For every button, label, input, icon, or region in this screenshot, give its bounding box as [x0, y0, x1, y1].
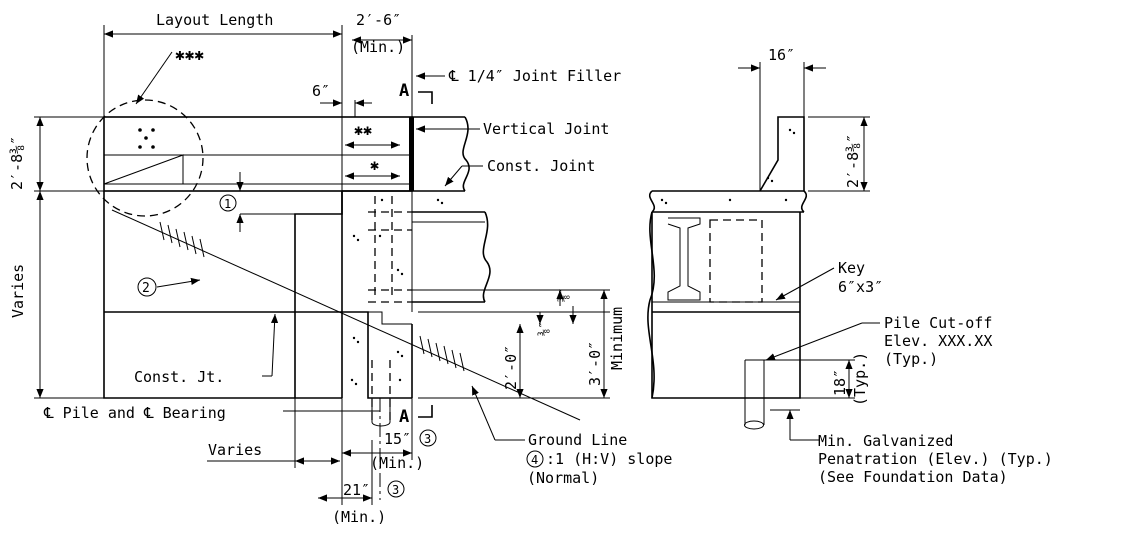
eighteen-typ-label: (Typ.)	[851, 352, 869, 406]
min-top-sub: (Min.)	[351, 38, 405, 56]
right-section: 16″ 2′-8⅜″ Key 6″x3″ Pile Cut-off Elev. …	[647, 46, 1053, 486]
ground-line-label: Ground Line	[528, 431, 627, 449]
section-a-bottom: A	[399, 407, 409, 427]
sixteen-label: 16″	[768, 46, 795, 64]
i-beam-girder	[667, 217, 701, 301]
minimum-label: Minimum	[608, 307, 626, 370]
slope-label: :1 (H:V) slope	[546, 450, 672, 468]
callout-3b	[387, 480, 405, 498]
concrete-texture	[350, 198, 444, 386]
callout-1	[219, 194, 237, 212]
elev-label: Elev. XXX.XX	[884, 332, 992, 350]
three-eighth-a: ⅜″	[557, 288, 571, 302]
svg-text:3: 3	[424, 432, 431, 446]
key-size-label: 6″x3″	[838, 278, 883, 296]
eighteen-label: 18″	[831, 369, 849, 396]
const-joint-label: Const. Joint	[487, 157, 595, 175]
vertical-joint-label: Vertical Joint	[483, 120, 609, 138]
section-a-top: A	[399, 81, 409, 101]
left-height-label: 2′-8⅜″	[8, 136, 26, 190]
layout-length-label: Layout Length	[156, 11, 273, 29]
key-label: Key	[838, 259, 865, 277]
triple-star-label: ✱✱✱	[175, 45, 204, 64]
detail-circle	[86, 99, 204, 217]
svg-text:1: 1	[224, 197, 231, 211]
penetration-label: Penatration (Elev.) (Typ.)	[818, 450, 1053, 468]
varies-vertical-label: Varies	[9, 264, 27, 318]
three-eighth-b: ⅜″	[537, 322, 551, 336]
twentyone-min-label: (Min.)	[332, 508, 386, 526]
callout-2	[137, 277, 157, 297]
pocket-dots	[138, 128, 155, 149]
varies-horizontal-label: Varies	[208, 441, 262, 459]
two-foot-label: 2′-0″	[502, 345, 520, 390]
double-star-label: ✱✱	[354, 121, 372, 139]
svg-text:3: 3	[392, 483, 399, 497]
six-inch-label: 6″	[312, 82, 330, 100]
svg-text:4: 4	[531, 453, 538, 467]
three-foot-label: 3′-0″	[586, 341, 604, 386]
see-foundation-label: (See Foundation Data)	[818, 468, 1008, 486]
joint-filler-label: ℄ 1/4″ Joint Filler	[448, 67, 621, 85]
pile-bearing-label: ℄ Pile and ℄ Bearing	[43, 404, 226, 422]
ground-hatching	[159, 221, 465, 372]
fifteen-min-label: (Min.)	[370, 454, 424, 472]
left-elevation: Layout Length 2′-6″ (Min.) ℄ 1/4″ Joint …	[8, 11, 672, 526]
twentyone-label: 21″	[343, 481, 370, 499]
callout-3a	[419, 429, 437, 447]
fifteen-label: 15″	[384, 430, 411, 448]
min-galv-label: Min. Galvanized	[818, 432, 953, 450]
callout-4	[526, 450, 544, 468]
pile-cutoff-label: Pile Cut-off	[884, 314, 992, 332]
min-top-label: 2′-6″	[356, 11, 401, 29]
single-star-label: ✱	[370, 156, 379, 174]
svg-text:2: 2	[142, 281, 150, 296]
typ-label: (Typ.)	[884, 350, 938, 368]
vertical-joint-filler	[409, 117, 414, 191]
normal-label: (Normal)	[527, 469, 599, 487]
right-height-label: 2′-8⅜″	[844, 134, 862, 188]
const-jt-label: Const. Jt.	[134, 368, 224, 386]
